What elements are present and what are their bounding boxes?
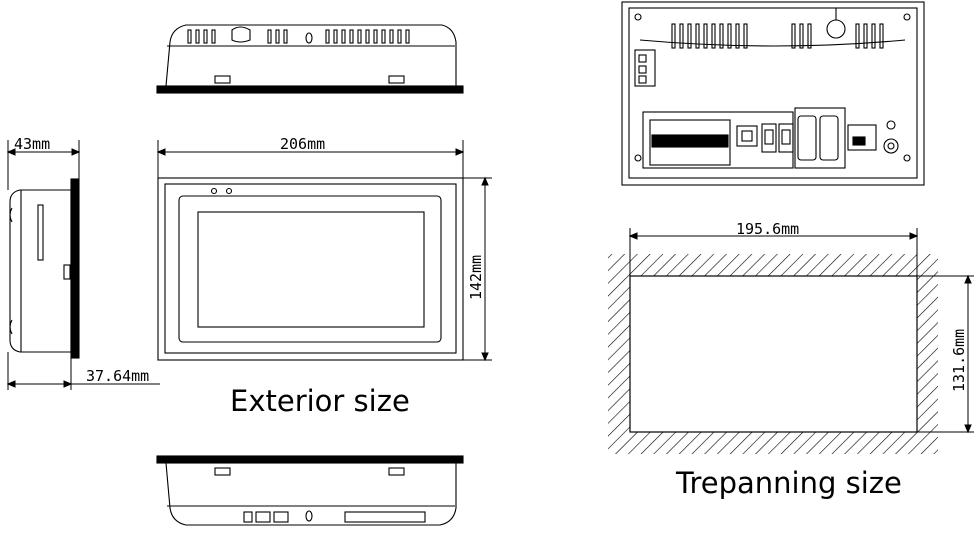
status-led-1 (210, 187, 218, 195)
serial-port-1 (797, 115, 817, 161)
terminal-block (649, 119, 731, 166)
usb-a-port-1 (761, 123, 777, 153)
trepanning-caption: Trepanning size (675, 466, 902, 500)
exterior-caption: Exterior size (230, 384, 410, 418)
rear-vent-slots (671, 23, 884, 49)
depth-dimension-label: 43mm (14, 135, 50, 153)
serial-port-2 (819, 115, 839, 161)
power-jack (883, 138, 899, 154)
height-dimension-label: 142mm (467, 255, 485, 300)
side-view (9, 178, 80, 359)
screen (197, 211, 425, 328)
cutout-area (629, 275, 918, 433)
cutout-height-label: 131.6mm (950, 329, 968, 392)
top-vent-slots (187, 29, 410, 44)
bottom-view (156, 455, 464, 526)
ethernet-port (847, 124, 877, 151)
status-led-2 (225, 187, 233, 195)
usb-b-port (736, 125, 758, 147)
usb-a-port-2 (778, 123, 794, 153)
top-view (156, 24, 464, 94)
rear-view (621, 1, 925, 186)
trepanning-dimension-lines (628, 228, 974, 434)
trepanning-view (608, 254, 938, 454)
battery-icon (826, 19, 846, 39)
width-dimension-label: 206mm (280, 135, 325, 153)
panel-depth-dimension-label: 37.64mm (86, 367, 149, 385)
front-view (157, 177, 464, 361)
power-terminal (634, 49, 656, 87)
cutout-width-label: 195.6mm (736, 220, 799, 238)
top-port-icon (231, 26, 251, 43)
exterior-dimension-lines (6, 140, 492, 390)
